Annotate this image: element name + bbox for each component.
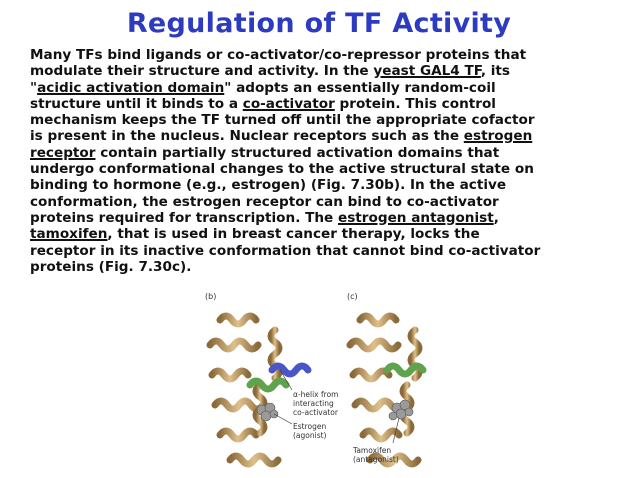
- underlined-term: receptor: [30, 144, 96, 161]
- text-segment: undergo conformational changes to the ac…: [30, 161, 534, 178]
- paragraph-line: undergo conformational changes to the ac…: [30, 161, 620, 177]
- paragraph-line: Many TFs bind ligands or co-activator/co…: [30, 47, 620, 63]
- paragraph-line: conformation, the estrogen receptor can …: [30, 194, 620, 210]
- paragraph-line: proteins (Fig. 7.30c).: [30, 259, 620, 275]
- underlined-term: estrogen antagonist: [338, 209, 494, 226]
- paragraph-line: binding to hormone (e.g., estrogen) (Fig…: [30, 177, 620, 193]
- paragraph-line: receptor in its inactive conformation th…: [30, 243, 620, 259]
- panel-c-structure: [346, 312, 427, 468]
- tamoxifen-ligand: [388, 399, 414, 421]
- paragraph-line: "acidic activation domain" adopts an ess…: [30, 80, 620, 96]
- panel-b-structure: [206, 312, 312, 468]
- panel-c-label: (c): [347, 292, 358, 301]
- text-segment: is present in the nucleus. Nuclear recep…: [30, 128, 464, 145]
- paragraph-line: proteins required for transcription. The…: [30, 210, 620, 226]
- coactivator-helix: [268, 362, 312, 378]
- text-segment: contain partially structured activation …: [95, 144, 500, 161]
- text-segment: ,: [493, 209, 499, 226]
- estrogen-label: Estrogen (agonist): [293, 422, 327, 440]
- paragraph-line: receptor contain partially structured ac…: [30, 145, 620, 161]
- underlined-term: co-activator: [242, 95, 335, 112]
- protein-structure-figure: [206, 312, 427, 468]
- text-segment: proteins (Fig. 7.30c).: [30, 258, 192, 275]
- underlined-term: estrogen: [463, 128, 533, 145]
- text-segment: mechanism keeps the TF turned off until …: [30, 112, 535, 129]
- text-segment: , that is used in breast cancer therapy,…: [107, 226, 480, 243]
- body-paragraph: Many TFs bind ligands or co-activator/co…: [30, 47, 620, 275]
- underlined-term: acidic activation domain: [37, 79, 225, 96]
- text-segment: proteins required for transcription. The: [30, 209, 338, 226]
- tamoxifen-label: Tamoxifen (antagonist): [353, 446, 399, 464]
- text-segment: modulate their structure and activity. I…: [30, 63, 374, 80]
- paragraph-line: modulate their structure and activity. I…: [30, 63, 620, 79]
- text-segment: " adopts an essentially random-coil: [224, 79, 496, 96]
- text-segment: Many TFs bind ligands or co-activator/co…: [30, 47, 527, 63]
- paragraph-line: structure until it binds to a co-activat…: [30, 96, 620, 112]
- underlined-term: tamoxifen: [30, 226, 108, 243]
- text-segment: receptor in its inactive conformation th…: [30, 242, 541, 259]
- text-segment: binding to hormone (e.g., estrogen) (Fig…: [30, 177, 507, 194]
- text-segment: conformation, the estrogen receptor can …: [30, 193, 499, 210]
- text-segment: structure until it binds to a: [30, 95, 243, 112]
- paragraph-line: tamoxifen, that is used in breast cancer…: [30, 226, 620, 242]
- slide-title: Regulation of TF Activity: [126, 8, 512, 39]
- text-segment: protein. This control: [334, 95, 496, 112]
- paragraph-line: is present in the nucleus. Nuclear recep…: [30, 128, 620, 144]
- text-segment: ": [30, 79, 38, 96]
- paragraph-line: mechanism keeps the TF turned off until …: [30, 112, 620, 128]
- coactivator-helix-label: α-helix from interacting co-activator: [293, 390, 339, 417]
- underlined-term: yeast GAL4 TF: [373, 63, 481, 80]
- text-segment: , its: [480, 63, 511, 80]
- panel-b-label: (b): [205, 292, 217, 301]
